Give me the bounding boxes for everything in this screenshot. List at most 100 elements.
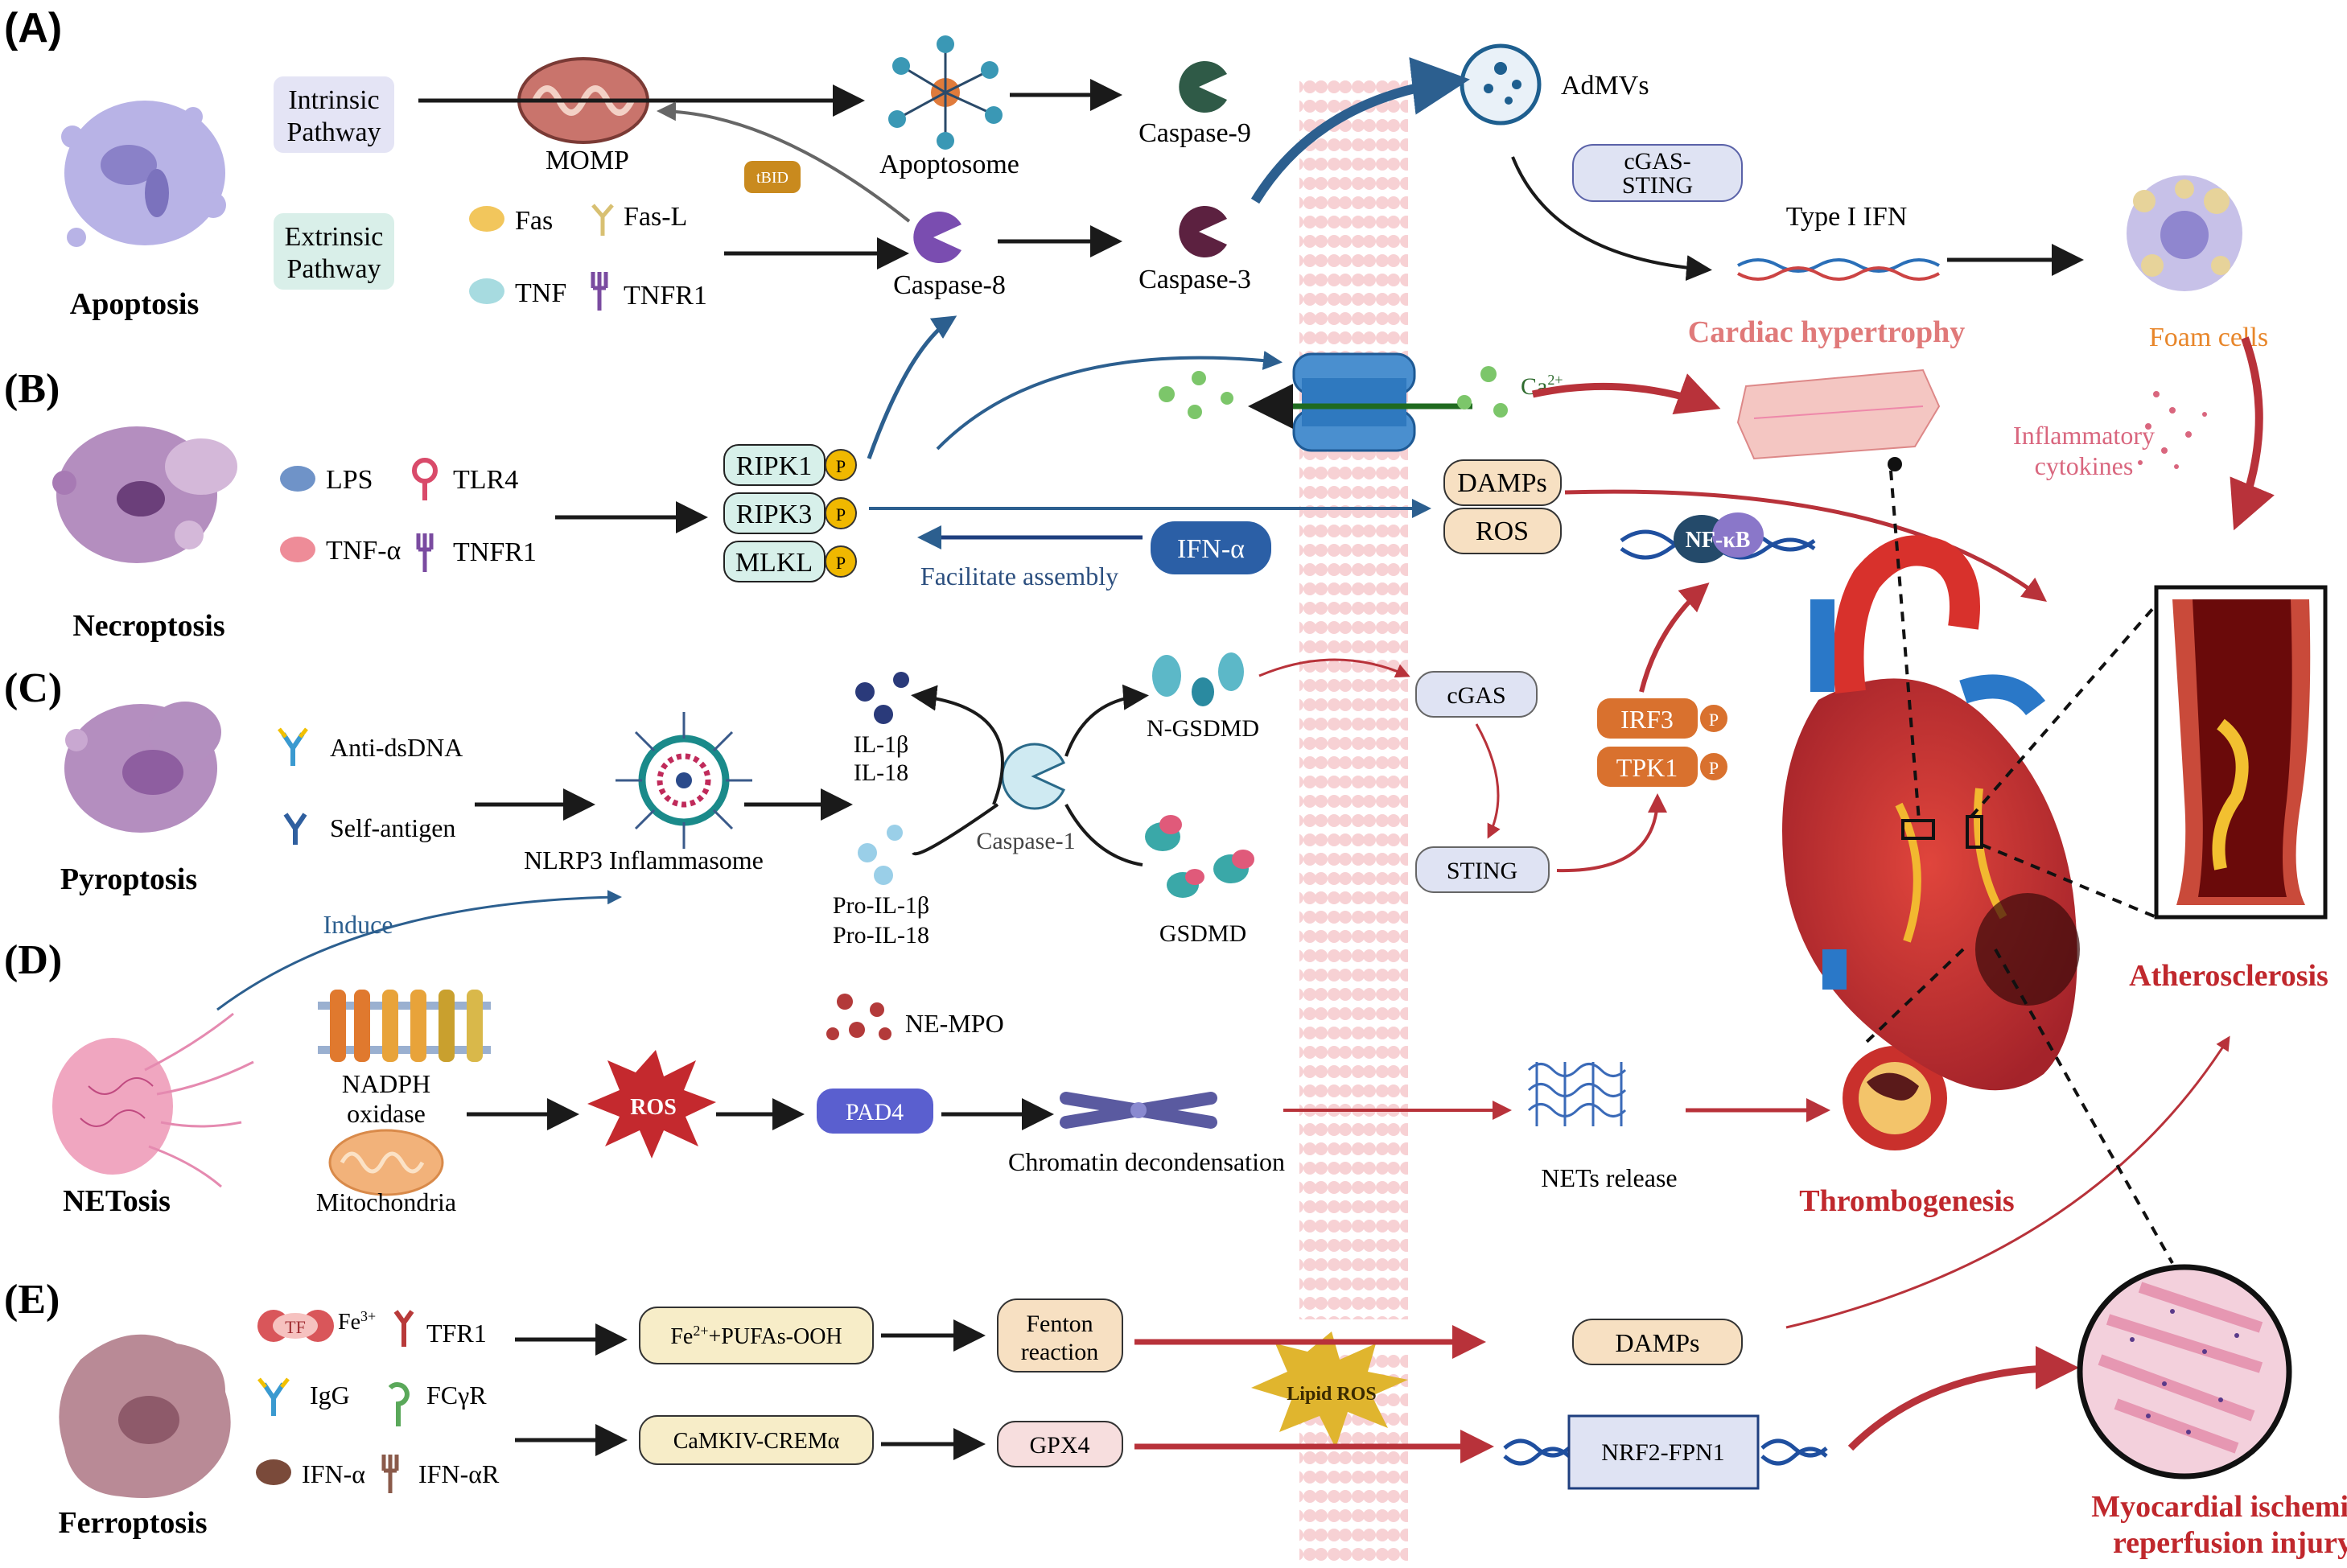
phospho-label: P [836, 456, 846, 476]
cytokine-dots [2138, 391, 2207, 469]
necroptotic-cell-icon [52, 426, 237, 563]
ifnar-icon [381, 1455, 399, 1493]
pro-il18-label: Pro-IL-18 [833, 922, 929, 949]
mirl-label-2: reperfusion injury [2113, 1526, 2347, 1560]
lipid-ros-label: Lipid ROS [1287, 1384, 1376, 1405]
mirl-label-1: Myocardial ischemia- [2091, 1490, 2347, 1524]
phospho-label: P [836, 553, 846, 573]
tnfr1-icon [591, 272, 608, 311]
nlrp3-label: NLRP3 Inflammasome [524, 846, 764, 875]
phospho-badge [825, 545, 857, 578]
tnf-icon [469, 278, 504, 304]
cgas-sting-box [1572, 144, 1743, 202]
igg-label: IgG [310, 1381, 350, 1410]
phospho-label: P [836, 504, 846, 525]
lps-label: LPS [326, 465, 373, 495]
induce-label: Induce [323, 910, 393, 939]
gsdmd-label: GSDMD [1159, 920, 1246, 947]
camk-label: CaMKIV-CREMα [673, 1429, 840, 1454]
nrf2-label: NRF2-FPN1 [1601, 1439, 1724, 1466]
momp-label: MOMP [546, 146, 629, 175]
necroptosis-title: Necroptosis [72, 609, 224, 643]
ros-b-box [1443, 508, 1562, 554]
histology-icon [2077, 1264, 2292, 1480]
sting-box [1415, 846, 1550, 893]
intrinsic-box [274, 76, 394, 153]
nfkb-icon [1620, 512, 1816, 563]
caspase8-icon [913, 211, 961, 263]
tlr4-label: TLR4 [453, 465, 518, 495]
tnfa-icon [280, 537, 315, 562]
facilitate-assembly-label: Facilitate assembly [920, 562, 1118, 591]
caspase3-label: Caspase-3 [1139, 265, 1251, 294]
label-c: (C) [4, 665, 62, 711]
label-d: (D) [4, 937, 62, 983]
fas-icon [469, 206, 504, 232]
camk-box [639, 1415, 874, 1465]
ne-mpo-label: NE-MPO [905, 1009, 1004, 1038]
nadph-label-2: oxidase [347, 1099, 426, 1128]
lipid-ros-star-icon [1251, 1331, 1408, 1448]
fcgr-label: FCγR [426, 1381, 487, 1410]
il-molecules-icon [855, 672, 909, 724]
phospho-badge [1698, 703, 1729, 734]
ne-mpo-icon [826, 994, 891, 1040]
tfr1-icon [393, 1310, 414, 1347]
fe2-pufa-box [639, 1307, 874, 1364]
inflammatory-label-2: cytokines [2035, 451, 2134, 480]
nrf2-box [1567, 1414, 1760, 1490]
damps-e-label: DAMPs [1616, 1328, 1700, 1357]
nadph-label-1: NADPH [342, 1069, 430, 1098]
damps-e-box [1572, 1319, 1743, 1365]
fenton-box [997, 1298, 1123, 1373]
tf-label: TF [285, 1317, 306, 1337]
gsdmd-icon [1145, 815, 1254, 898]
self-antigen-label: Self-antigen [330, 813, 455, 842]
phospho-badge [825, 449, 857, 481]
fe2-pufa-label: Fe2++PUFAs-OOH [670, 1323, 842, 1349]
fe3-label: Fe3+ [338, 1308, 376, 1335]
nlrp3-inflammasome-icon [616, 712, 752, 849]
antibody-icon [278, 727, 308, 766]
il18-label: IL-18 [854, 759, 908, 786]
phospho-label: P [1709, 710, 1719, 730]
tnf-label: TNF [515, 278, 566, 308]
netosis-arrows [467, 1098, 1830, 1130]
pro-il1b-label: Pro-IL-1β [833, 892, 929, 919]
fcgr-icon [388, 1382, 410, 1426]
gpx4-label: GPX4 [1029, 1432, 1089, 1459]
ifnar-label: IFN-αR [418, 1459, 500, 1488]
label-b: (B) [4, 366, 60, 412]
atherosclerosis-artery-icon [2154, 585, 2328, 920]
apoptosome-label: Apoptosome [879, 150, 1019, 179]
hypertrophy-pointer [1888, 457, 1902, 471]
ripk3-label: RIPK3 [736, 500, 812, 529]
netosis-title: NETosis [63, 1184, 171, 1218]
pad4-label: PAD4 [846, 1099, 904, 1126]
foam-cell-icon [2127, 175, 2242, 291]
tnfr1-b-icon [416, 533, 434, 572]
gpx4-box [997, 1421, 1123, 1467]
heart-icon [1782, 535, 2080, 1091]
fenton-label-2: reaction [1021, 1339, 1099, 1365]
ros-b-label: ROS [1476, 516, 1529, 546]
extrinsic-label-2: Pathway [286, 254, 381, 284]
nets-release-label: NETs release [1541, 1163, 1677, 1192]
transferrin-icon [257, 1310, 334, 1342]
caspase9-label: Caspase-9 [1139, 118, 1251, 148]
cardiac-hypertrophy-label: Cardiac hypertrophy [1688, 315, 1965, 349]
mitochondria-label: Mitochondria [316, 1187, 456, 1216]
damps-b-label: DAMPs [1457, 468, 1546, 498]
label-e: (E) [4, 1277, 60, 1323]
fas-label: Fas [515, 206, 553, 236]
anti-dsdna-label: Anti-dsDNA [330, 733, 463, 762]
netosis-cell-icon [52, 1012, 254, 1188]
tfr1-label: TFR1 [426, 1319, 487, 1348]
ros-d-label: ROS [630, 1095, 677, 1120]
nadph-oxidase-icon [318, 990, 491, 1062]
admvs-label: AdMVs [1561, 71, 1649, 101]
phospho-label: P [1709, 758, 1719, 778]
nfkb-label: NF-κB [1686, 528, 1751, 553]
tbid-badge [744, 161, 801, 193]
